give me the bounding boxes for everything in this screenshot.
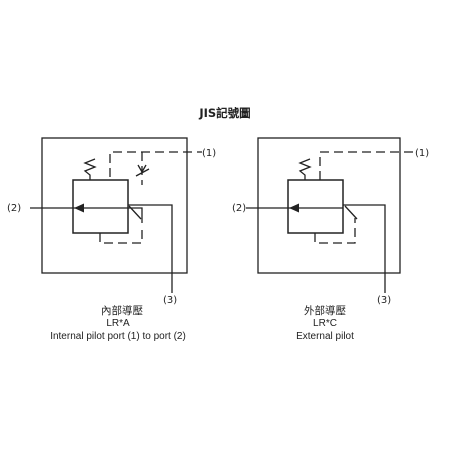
spring-icon bbox=[83, 158, 97, 180]
restrictor-mark bbox=[137, 164, 147, 174]
internal-pilot-connection bbox=[128, 207, 143, 223]
port-label-3: (3) bbox=[163, 295, 177, 306]
port-label-1: (1) bbox=[415, 148, 429, 159]
pilot-line-1 bbox=[319, 151, 415, 180]
caption-zh: 外部導壓 bbox=[304, 304, 346, 317]
caption-zh: 內部導壓 bbox=[101, 304, 143, 317]
model-code: LR*C bbox=[313, 318, 337, 329]
drain-pilot-dashed bbox=[99, 230, 143, 244]
port-label-1: (1) bbox=[202, 148, 216, 159]
pilot-tap-slash bbox=[344, 205, 358, 220]
caption-en: Internal pilot port (1) to port (2) bbox=[50, 331, 186, 342]
symbol-internal-pilot: (1) (2) (3) 內部導壓 LR*A Internal pilot por… bbox=[7, 137, 216, 342]
valve-body bbox=[287, 179, 344, 234]
port-label-2: (2) bbox=[7, 203, 21, 214]
drain-line-3 bbox=[343, 204, 386, 293]
caption-en: External pilot bbox=[296, 331, 354, 342]
drain-pilot-dashed bbox=[314, 218, 356, 244]
pilot-tap-slash bbox=[128, 205, 142, 220]
enclosure-frame bbox=[257, 137, 401, 274]
port-label-2: (2) bbox=[232, 203, 246, 214]
spring-icon bbox=[298, 158, 312, 180]
symbol-external-pilot: (1) (2) (3) 外部導壓 LR*C External pilot bbox=[232, 137, 429, 342]
diagram-title: JIS記號圖 bbox=[198, 106, 250, 120]
flow-arrow-icon bbox=[289, 203, 299, 213]
pilot-line-1 bbox=[109, 151, 202, 177]
flow-arrow-icon bbox=[74, 203, 84, 213]
drain-line-3 bbox=[128, 204, 173, 293]
model-code: LR*A bbox=[106, 318, 130, 329]
enclosure-frame bbox=[41, 137, 188, 274]
restrictor-slash bbox=[135, 168, 150, 177]
port-label-3: (3) bbox=[377, 295, 391, 306]
